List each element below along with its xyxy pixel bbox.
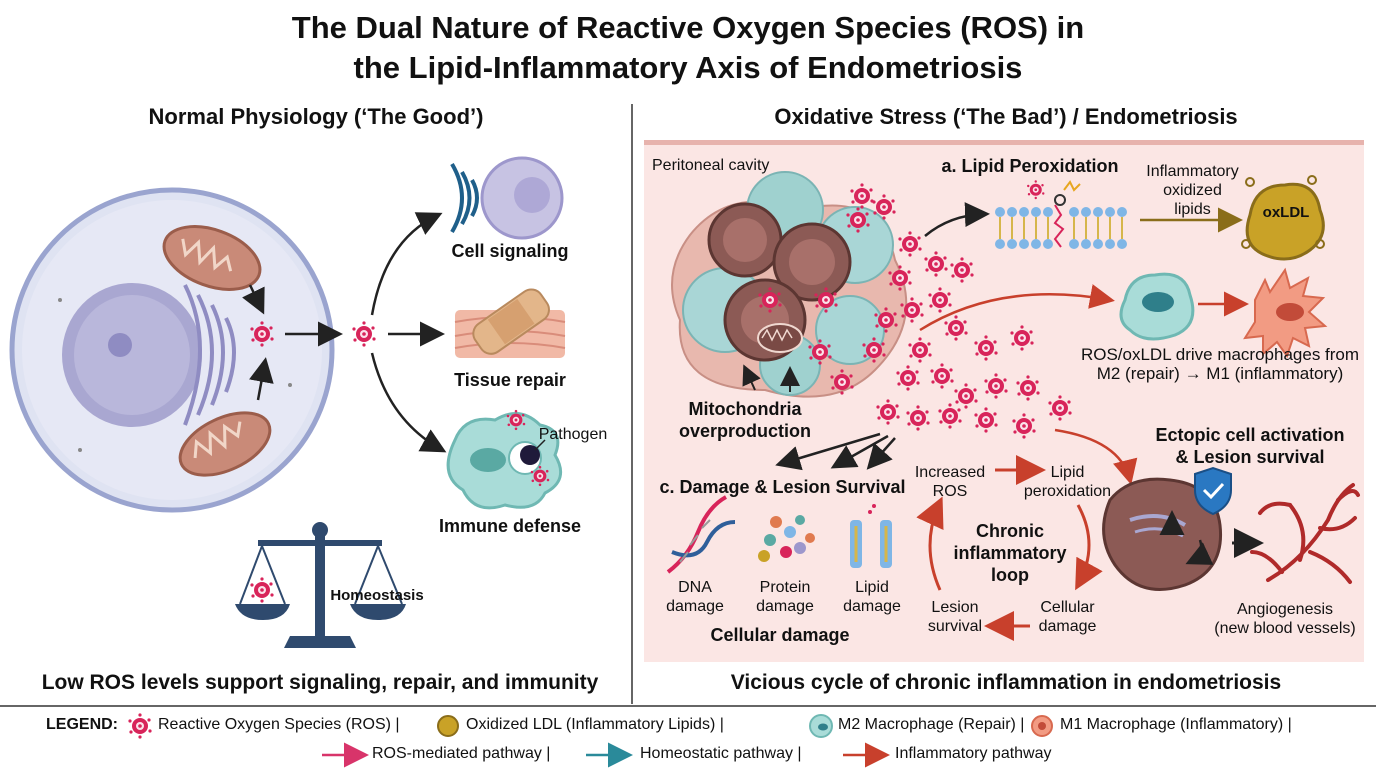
tissue-repair-label: Tissue repair bbox=[454, 370, 566, 390]
blood-vessels-icon bbox=[1250, 483, 1360, 584]
oxldl-label: oxLDL bbox=[1262, 204, 1310, 221]
main-title-line-1: The Dual Nature of Reactive Oxygen Speci… bbox=[291, 10, 1085, 45]
arrow-to-signaling bbox=[370, 212, 443, 316]
m1-macrophage-icon bbox=[1243, 267, 1328, 359]
angiogenesis-line-1: Angiogenesis bbox=[1236, 601, 1334, 618]
loop-lipid-line-2: peroxidation bbox=[1023, 483, 1112, 500]
immune-defense-label: Immune defense bbox=[438, 516, 582, 536]
loop-center-line-3: loop bbox=[991, 565, 1029, 585]
loop-lesion-line-1: Lesion bbox=[931, 599, 979, 616]
lipid-peroxidation-heading: a. Lipid Peroxidation bbox=[941, 156, 1119, 176]
loop-arrow-2 bbox=[1075, 504, 1103, 591]
mitochondria-line-2: overproduction bbox=[678, 421, 811, 441]
oxidative-panel-top-band bbox=[644, 140, 1364, 145]
loop-increased-line-1: Increased bbox=[914, 464, 986, 481]
inflammatory-lipids-line-3: lipids bbox=[1174, 201, 1211, 218]
dna-line-2: damage bbox=[666, 598, 724, 615]
lipid-bilayer-icon bbox=[995, 180, 1127, 249]
cellular-damage-label: Cellular damage bbox=[710, 625, 850, 645]
mitochondria-label: Mitochondria overproduction bbox=[660, 398, 830, 442]
loop-center-line-1: Chronic bbox=[975, 521, 1044, 541]
lipid-line-2: damage bbox=[843, 598, 901, 615]
arrow-to-macrophage bbox=[919, 284, 1115, 332]
lesion-cell-cluster bbox=[671, 171, 908, 398]
right-panel-heading: Oxidative Stress (‘The Bad’) / Endometri… bbox=[774, 104, 1238, 129]
balance-scale-icon bbox=[235, 522, 406, 648]
cell-signaling-label: Cell signaling bbox=[451, 241, 569, 261]
ros-molecule-signal bbox=[352, 321, 376, 347]
loop-lipid-line-1: Lipid bbox=[1050, 464, 1085, 481]
lipid-line-1: Lipid bbox=[855, 579, 889, 596]
macrophage-line-2: M2 (repair) → M1 (inflammatory) bbox=[1096, 364, 1344, 383]
cell-illustration bbox=[9, 187, 335, 513]
loop-lipid-peroxidation: Lipid peroxidation bbox=[1015, 463, 1120, 501]
macrophage-line-1: ROS/oxLDL drive macrophages from bbox=[1080, 345, 1360, 364]
loop-cellular-damage: Cellular damage bbox=[1025, 598, 1110, 636]
damage-heading: c. Damage & Lesion Survival bbox=[659, 477, 906, 497]
inflammatory-lipids-line-1: Inflammatory bbox=[1146, 163, 1239, 180]
legend-oxldl-icon bbox=[437, 715, 459, 737]
right-panel-caption: Vicious cycle of chronic inflammation in… bbox=[730, 671, 1282, 694]
lipid-damage-label: Lipid damage bbox=[832, 578, 912, 616]
immune-cell-icon bbox=[446, 409, 563, 510]
m2-macrophage-icon bbox=[1119, 272, 1195, 341]
loop-lesion-survival: Lesion survival bbox=[915, 598, 995, 636]
ectopic-activation-label: Ectopic cell activation & Lesion surviva… bbox=[1135, 424, 1365, 468]
protein-line-1: Protein bbox=[759, 579, 811, 596]
loop-cellular-line-2: damage bbox=[1038, 618, 1097, 635]
protein-damage-label: Protein damage bbox=[745, 578, 825, 616]
endoplasmic-reticulum-icon bbox=[183, 284, 236, 426]
left-panel-heading: Normal Physiology (‘The Good’) bbox=[148, 104, 484, 129]
angiogenesis-label: Angiogenesis (new blood vessels) bbox=[1195, 600, 1375, 638]
main-title: The Dual Nature of Reactive Oxygen Speci… bbox=[0, 8, 1376, 88]
loop-center-line-2: inflammatory bbox=[953, 543, 1067, 563]
mitochondrion-bottom-icon bbox=[178, 411, 272, 477]
lipid-membrane-icon bbox=[850, 504, 892, 568]
legend-ros-icon bbox=[128, 713, 152, 739]
loop-increased-ros: Increased ROS bbox=[905, 463, 995, 501]
loop-cellular-line-1: Cellular bbox=[1040, 599, 1095, 616]
pathogen-label: Pathogen bbox=[538, 426, 608, 443]
mitochondria-line-1: Mitochondria bbox=[688, 399, 802, 419]
loop-center-label: Chronic inflammatory loop bbox=[935, 520, 1085, 586]
main-title-line-2: the Lipid-Inflammatory Axis of Endometri… bbox=[353, 50, 1023, 85]
ectopic-cell-icon bbox=[1102, 477, 1223, 591]
loop-arrow-4 bbox=[916, 496, 944, 591]
legend-label: LEGEND: bbox=[46, 716, 118, 733]
angiogenesis-line-2: (new blood vessels) bbox=[1214, 620, 1356, 637]
loop-lesion-line-2: survival bbox=[927, 618, 983, 635]
inflammatory-lipids-line-2: oxidized bbox=[1163, 182, 1222, 199]
inflammatory-lipids-label: Inflammatory oxidized lipids bbox=[1130, 162, 1255, 219]
arrow-to-immune bbox=[370, 352, 447, 453]
legend-homeo-path-text: Homeostatic pathway | bbox=[640, 745, 802, 762]
legend-m1-text: M1 Macrophage (Inflammatory) | bbox=[1060, 716, 1292, 733]
legend-inflam-path-text: Inflammatory pathway bbox=[895, 745, 1052, 762]
protein-line-2: damage bbox=[756, 598, 814, 615]
ectopic-line-2: & Lesion survival bbox=[1175, 447, 1325, 467]
homeostasis-label: Homeostasis bbox=[330, 587, 424, 604]
legend-m2-text: M2 Macrophage (Repair) | bbox=[838, 716, 1025, 733]
peritoneal-cavity-label: Peritoneal cavity bbox=[652, 157, 770, 174]
ectopic-line-1: Ectopic cell activation bbox=[1155, 425, 1345, 445]
dna-line-1: DNA bbox=[678, 579, 712, 596]
mitochondrion-top-icon bbox=[162, 225, 262, 291]
signaling-cell-icon bbox=[450, 156, 564, 240]
protein-chain-icon bbox=[758, 515, 815, 562]
dna-damage-label: DNA damage bbox=[660, 578, 730, 616]
oxldl-particle-icon bbox=[1241, 175, 1325, 261]
macrophage-polarization-label: ROS/oxLDL drive macrophages from M2 (rep… bbox=[1070, 345, 1370, 383]
legend-ros-text: Reactive Oxygen Species (ROS) | bbox=[158, 716, 400, 733]
legend-m1-icon bbox=[1031, 715, 1053, 737]
legend-row-1: LEGEND: bbox=[46, 716, 124, 734]
legend-ros-path-text: ROS-mediated pathway | bbox=[372, 745, 551, 762]
dna-helix-icon bbox=[666, 495, 736, 574]
shield-check-icon bbox=[1194, 466, 1232, 516]
loop-increased-line-2: ROS bbox=[932, 483, 968, 500]
left-panel-caption: Low ROS levels support signaling, repair… bbox=[41, 671, 599, 694]
legend-m2-icon bbox=[809, 714, 833, 738]
tissue-bandage-icon bbox=[454, 288, 566, 358]
legend-oxldl-text: Oxidized LDL (Inflammatory Lipids) | bbox=[466, 716, 724, 733]
